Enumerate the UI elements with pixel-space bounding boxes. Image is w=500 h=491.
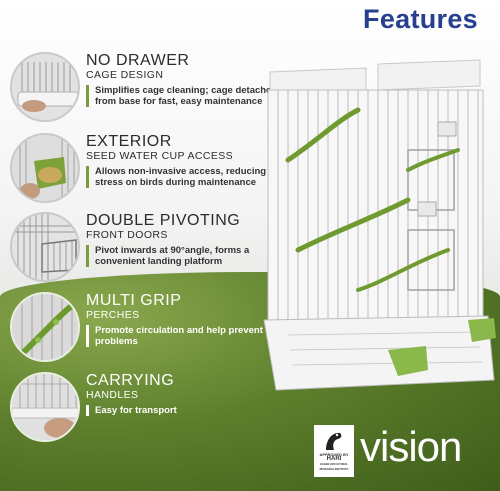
feature-description: Pivot inwards at 90°angle, forms a conve… — [86, 245, 286, 267]
bird-cage-image — [263, 59, 496, 391]
feature-heading: NO DRAWER — [86, 52, 190, 69]
feature-double-pivoting: DOUBLE PIVOTING FRONT DOORS Pivot inward… — [10, 212, 300, 286]
feature-description: Simplifies cage cleaning; cage detaches … — [86, 85, 286, 107]
feature-exterior: EXTERIOR SEED WATER CUP ACCESS Allows no… — [10, 133, 300, 207]
feature-subheading: HANDLES — [86, 389, 139, 401]
feature-description: Easy for transport — [86, 405, 286, 416]
feature-multi-grip: MULTI GRIP PERCHES Promote circulation a… — [10, 292, 300, 366]
front-door-photo-icon — [10, 212, 80, 282]
feature-heading: CARRYING — [86, 372, 175, 389]
cage-drawer-photo-icon — [10, 52, 80, 122]
feature-heading: EXTERIOR — [86, 133, 172, 150]
hari-badge: APPROVED BY HARI HAGEN AVICULTURAL RESEA… — [314, 425, 354, 477]
badge-line-2: HARI — [326, 456, 342, 462]
feature-description: Promote circulation and help prevent foo… — [86, 325, 286, 347]
feature-heading: MULTI GRIP — [86, 292, 182, 309]
feature-no-drawer: NO DRAWER CAGE DESIGN Simplifies cage cl… — [10, 52, 300, 126]
page-title: Features — [363, 4, 478, 34]
feature-heading: DOUBLE PIVOTING — [86, 212, 241, 229]
handle-photo-icon — [10, 372, 80, 442]
feature-subheading: SEED WATER CUP ACCESS — [86, 150, 234, 162]
feature-description: Allows non-invasive access, reducing str… — [86, 166, 286, 188]
badge-line-3: HAGEN AVICULTURAL RESEARCH INSTITUTE — [319, 463, 349, 471]
vision-logo: vision — [360, 423, 462, 470]
feature-subheading: CAGE DESIGN — [86, 69, 164, 81]
feature-carrying: CARRYING HANDLES Easy for transport — [10, 372, 300, 446]
feature-subheading: FRONT DOORS — [86, 229, 168, 241]
badge-line-1: APPROVED BY — [319, 452, 349, 457]
feature-subheading: PERCHES — [86, 309, 140, 321]
parrot-icon — [322, 430, 346, 452]
seed-cup-photo-icon — [10, 133, 80, 203]
perch-photo-icon — [10, 292, 80, 362]
